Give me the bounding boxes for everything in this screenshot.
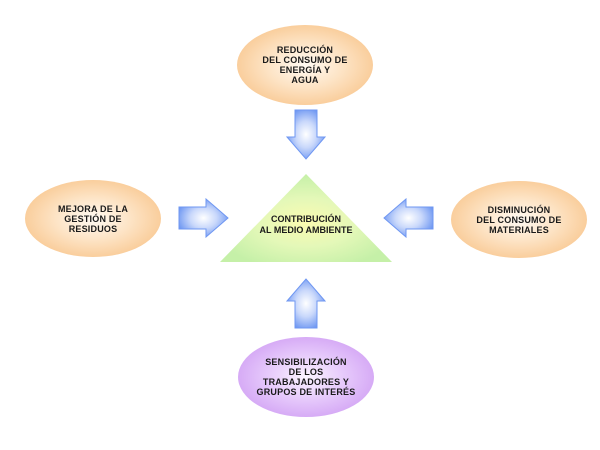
node-reduccion-consumo-energia-agua: REDUCCIÓN DEL CONSUMO DE ENERGÍA Y AGUA xyxy=(237,25,373,105)
center-triangle xyxy=(220,174,392,262)
node-label: MEJORA DE LA GESTIÓN DE RESIDUOS xyxy=(57,203,129,234)
node-disminucion-consumo-materiales: DISMINUCIÓN DEL CONSUMO DE MATERIALES xyxy=(451,181,587,258)
center-label: CONTRIBUCIÓN AL MEDIO AMBIENTE xyxy=(259,214,353,235)
node-mejora-gestion-residuos: MEJORA DE LA GESTIÓN DE RESIDUOS xyxy=(25,180,161,257)
node-label: DISMINUCIÓN DEL CONSUMO DE MATERIALES xyxy=(476,204,562,235)
arrow-left-icon xyxy=(383,198,434,238)
arrow-down-icon xyxy=(286,109,326,160)
node-label: REDUCCIÓN DEL CONSUMO DE ENERGÍA Y AGUA xyxy=(262,45,348,85)
node-label: SENSIBILIZACIÓN DE LOS TRABAJADORES Y GR… xyxy=(256,357,356,397)
arrow-up-icon xyxy=(286,278,326,329)
arrow-right-icon xyxy=(178,198,229,238)
node-sensibilizacion-trabajadores: SENSIBILIZACIÓN DE LOS TRABAJADORES Y GR… xyxy=(238,337,374,417)
